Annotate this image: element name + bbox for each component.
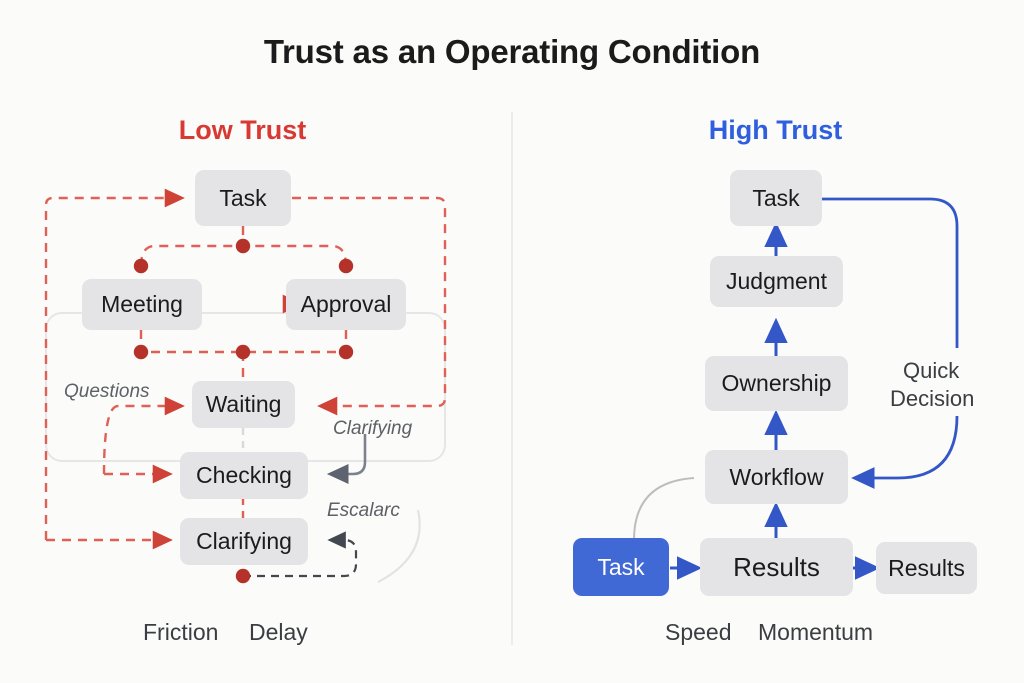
node-high-results-out[interactable]: Results xyxy=(876,542,977,594)
junction-dot xyxy=(133,344,149,360)
edge-task-momentum-arc xyxy=(633,477,695,541)
high-trust-heading: High Trust xyxy=(708,115,843,145)
junction-dot xyxy=(235,568,251,584)
node-low-checking[interactable]: Checking xyxy=(180,452,308,499)
edge-label-quick: Quick xyxy=(903,358,960,383)
edge-label-decision: Decision xyxy=(890,386,975,411)
node-low-meeting[interactable]: Meeting xyxy=(82,279,202,330)
node-low-approval[interactable]: Approval xyxy=(286,279,406,330)
edge-questions-to-waiting xyxy=(102,396,185,475)
node-label: Waiting xyxy=(205,391,282,417)
low-trust-heading: Low Trust xyxy=(178,115,307,145)
footer-friction: Friction xyxy=(143,619,219,645)
edge-label-clarifying: Clarifying xyxy=(333,418,413,439)
node-low-clarifying[interactable]: Clarifying xyxy=(180,518,308,565)
edge-label-questions: Questions xyxy=(64,381,150,402)
footer-momentum: Momentum xyxy=(758,619,874,645)
junction-dot xyxy=(133,258,149,274)
node-label: Checking xyxy=(196,462,292,488)
node-high-results-main[interactable]: Results xyxy=(700,538,853,596)
node-high-ownership[interactable]: Ownership xyxy=(705,356,848,411)
junction-dot xyxy=(235,344,251,360)
page-title: Trust as an Operating Condition xyxy=(263,33,761,70)
edge-quick-decision-lower xyxy=(851,415,959,489)
node-high-judgment[interactable]: Judgment xyxy=(710,256,843,307)
node-label: Clarifying xyxy=(196,528,292,554)
edge-outer-left-to-task xyxy=(44,188,185,540)
edge-clarifying-to-checking xyxy=(326,434,367,485)
edge-lower-bar xyxy=(139,330,348,354)
edge-label-escalarc: Escalarc xyxy=(327,500,400,521)
edge-upper-bar xyxy=(139,244,348,267)
node-label: Results xyxy=(888,554,965,581)
footer-speed: Speed xyxy=(665,619,732,645)
node-high-task-start[interactable]: Task xyxy=(573,538,669,596)
node-label: Task xyxy=(597,553,645,580)
node-high-task-top[interactable]: Task xyxy=(730,170,822,226)
junction-dot xyxy=(338,258,354,274)
node-low-task[interactable]: Task xyxy=(195,170,291,226)
junction-dot xyxy=(235,238,251,254)
node-label: Approval xyxy=(300,291,392,317)
panel-divider xyxy=(511,112,513,645)
node-label: Meeting xyxy=(101,291,183,317)
node-low-waiting[interactable]: Waiting xyxy=(192,381,295,428)
node-label: Task xyxy=(752,184,800,211)
junction-dot xyxy=(338,344,354,360)
node-label: Task xyxy=(219,184,267,211)
node-label: Results xyxy=(733,552,820,582)
node-label: Ownership xyxy=(721,370,832,396)
footer-delay: Delay xyxy=(249,619,308,645)
node-label: Judgment xyxy=(725,268,827,294)
node-label: Workflow xyxy=(729,463,824,490)
node-high-workflow[interactable]: Workflow xyxy=(705,450,848,504)
